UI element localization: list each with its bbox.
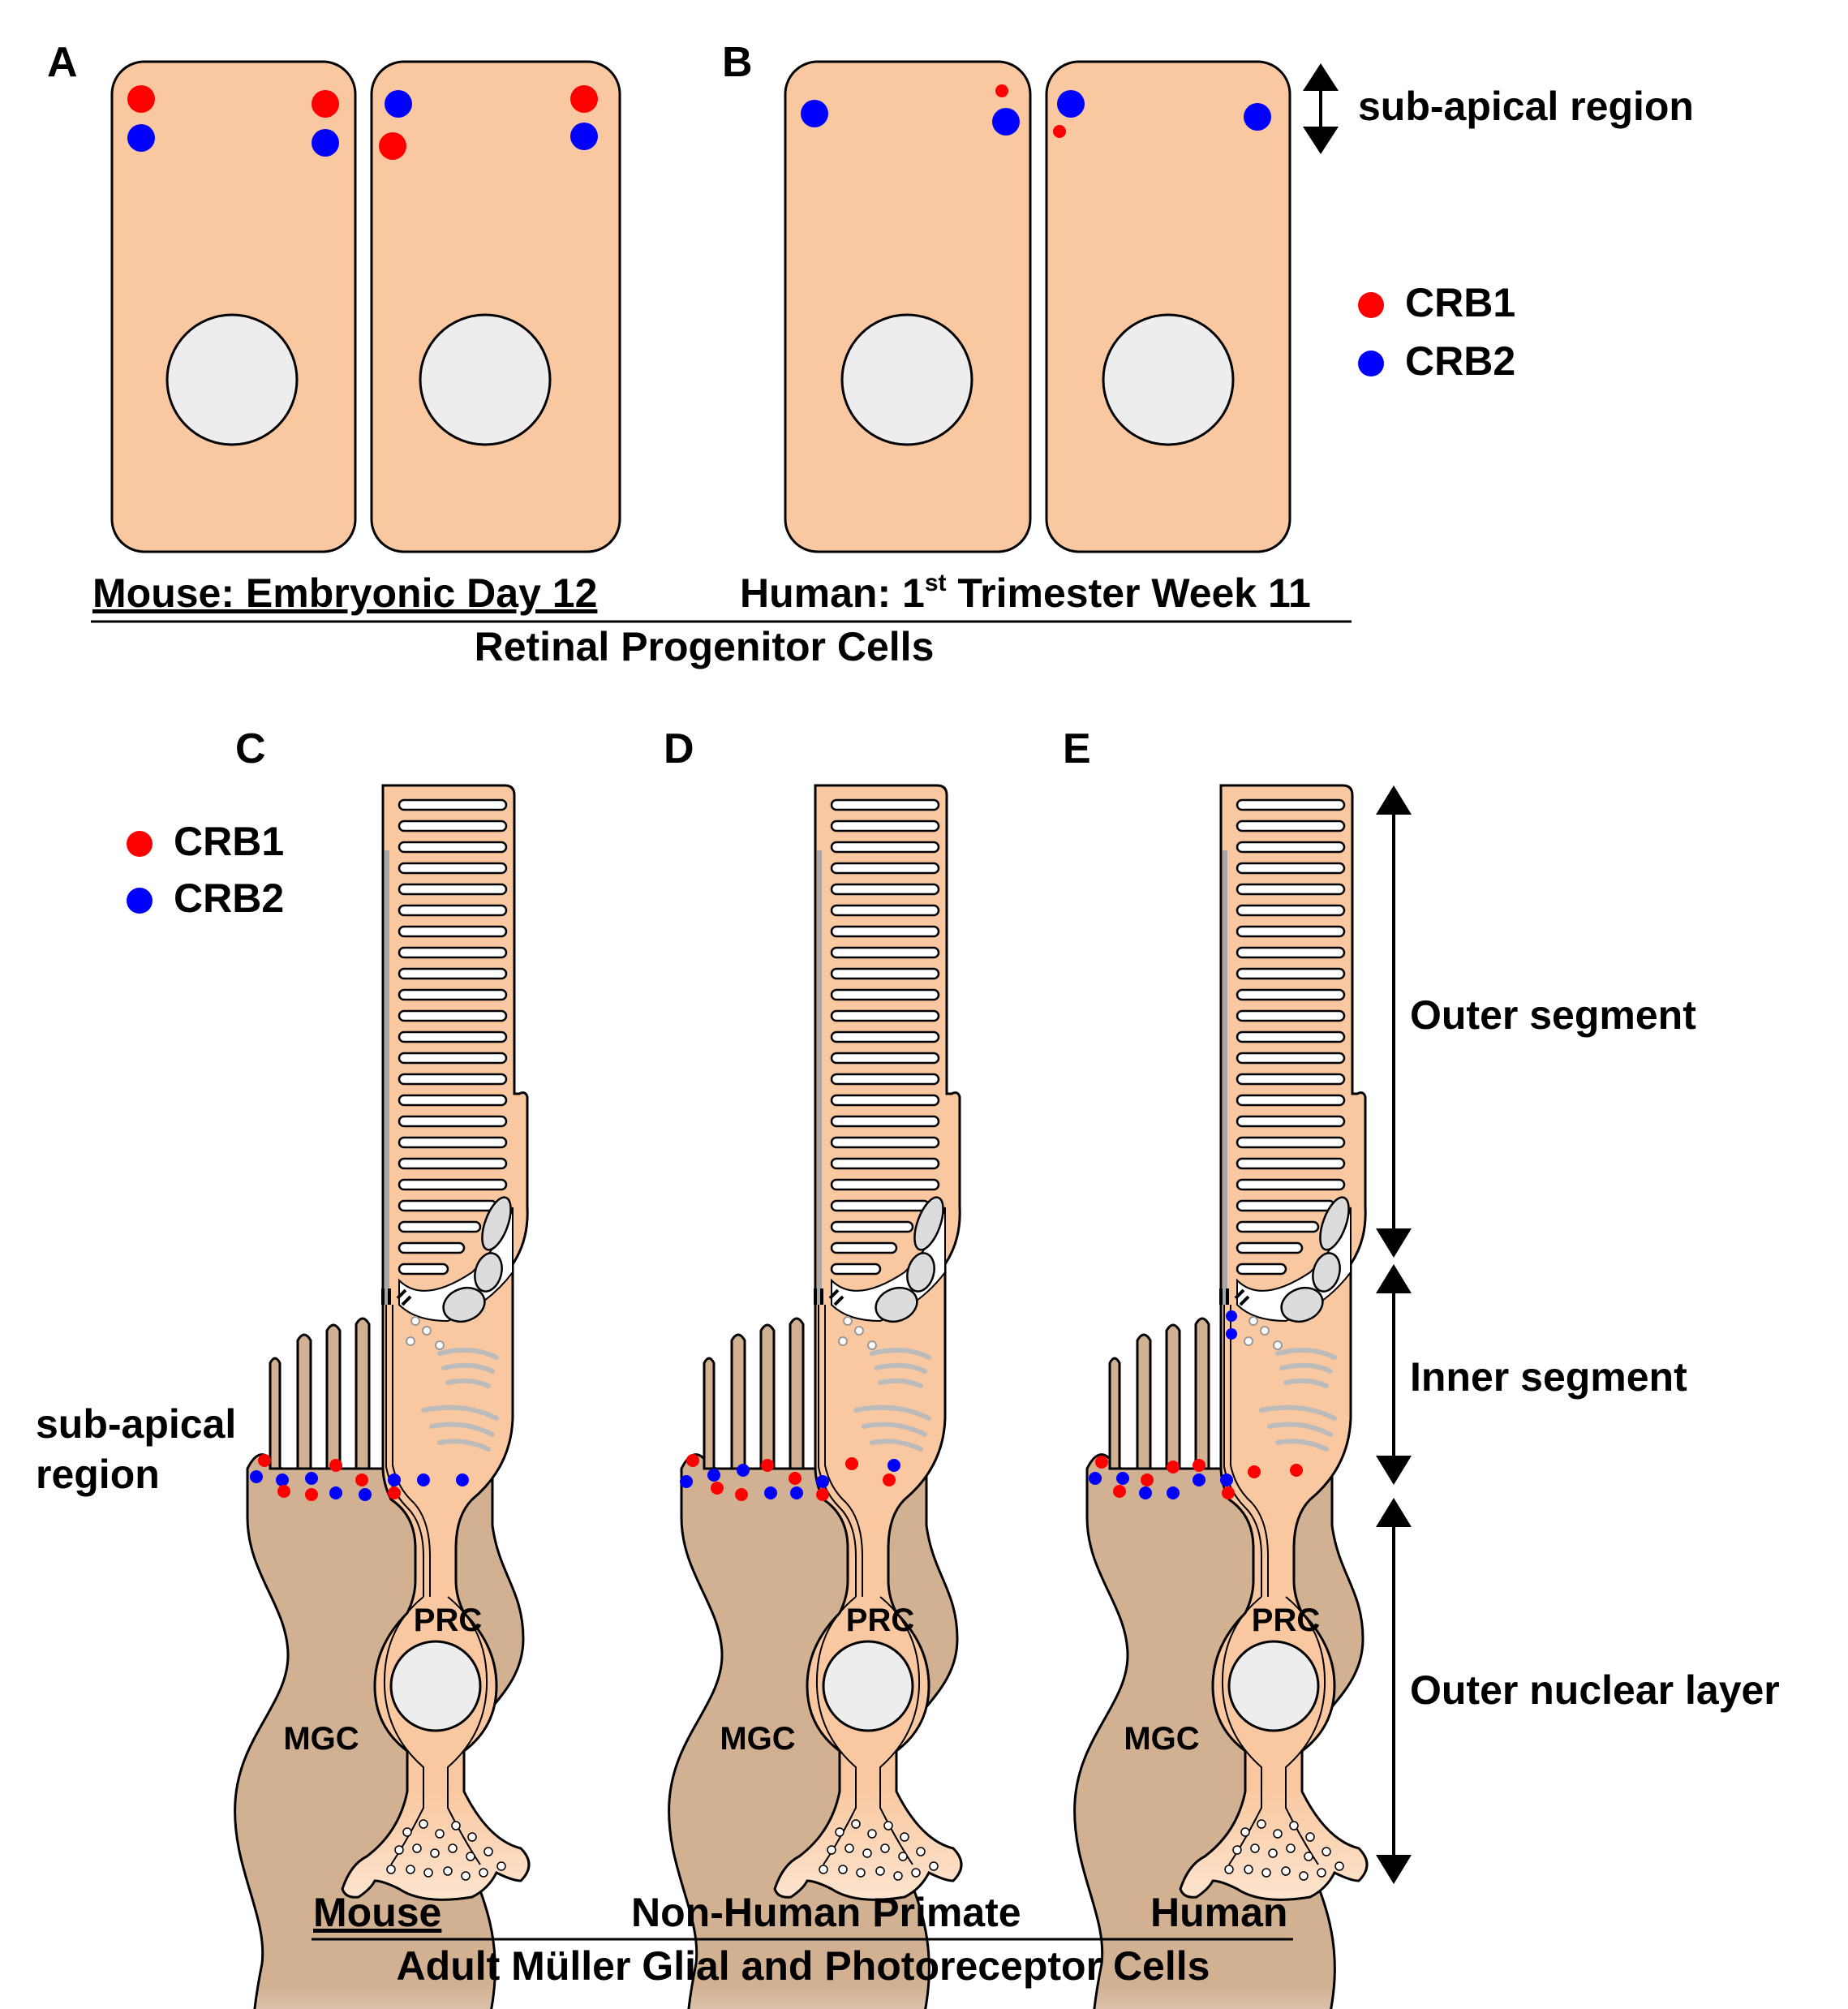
outer-nuclear-layer-label: Outer nuclear layer [1410,1667,1780,1713]
crb-dots-mouse [250,1454,469,1501]
crb2-dot [127,124,155,152]
mgc-label: MGC [1124,1721,1199,1757]
crb2-dot [1244,103,1271,131]
mgc-label: MGC [283,1721,359,1757]
crb-dots-human [1089,1310,1303,1499]
progenitor-cell [784,60,1032,553]
caption-adult-cells: Adult Müller Glial and Photoreceptor Cel… [397,1943,1210,1989]
crb2-dot [312,129,339,157]
panel-letter-c: C [235,725,266,772]
mgc-label: MGC [720,1721,795,1757]
legend-crb1-swatch [127,831,153,857]
legend-crb2-label: CRB2 [1405,338,1515,384]
progenitor-cells-mouse [110,60,621,553]
panel-letter-e: E [1063,725,1091,772]
progenitor-cell [370,60,621,553]
crb1-dot [1053,125,1066,138]
legend-crb1-label: CRB1 [174,819,284,864]
panel-letter-a: A [47,39,78,86]
crb2-dot [1057,90,1085,118]
progenitor-cell [1045,60,1291,553]
crb-dots-primate [680,1454,900,1501]
crb2-dot [570,123,598,150]
crb1-dot [379,132,406,160]
caption-mouse-embryonic: Mouse: Embryonic Day 12 [92,570,597,616]
adult-cells-primate: MGC PRC [668,785,961,2009]
nucleus [1102,313,1235,446]
caption-mouse: Mouse [313,1890,441,1935]
caption-human: Human [1150,1890,1287,1935]
crb2-dot [385,90,412,118]
progenitor-cells-human [784,60,1291,553]
adult-cells-human: MGC PRC [1073,785,1367,2009]
crb1-dot [312,90,339,118]
nucleus [165,313,299,446]
legend-bottom: CRB1 CRB2 [127,819,284,921]
crb1-dot [127,85,155,113]
crb2-dot [992,108,1020,136]
sub-apical-label-line2: region [36,1452,160,1497]
prc-label: PRC [414,1602,482,1638]
prc-label: PRC [846,1602,914,1638]
crb1-dot [995,84,1008,97]
sub-apical-arrow [1303,63,1339,154]
legend-top: CRB1 CRB2 [1358,280,1515,384]
legend-crb2-swatch [1358,351,1384,376]
inner-segment-label: Inner segment [1410,1354,1687,1400]
legend-crb2-label: CRB2 [174,875,284,921]
legend-crb1-label: CRB1 [1405,280,1515,325]
crb1-dot [570,85,598,113]
panel-letter-b: B [722,39,753,86]
caption-retinal-progenitor: Retinal Progenitor Cells [475,624,935,669]
legend-crb2-swatch [127,888,153,914]
layer-arrows [1376,785,1412,1884]
nucleus [840,313,973,446]
crb2-dot [801,100,828,127]
sub-apical-region-label: sub-apical region [1358,84,1694,129]
progenitor-cell [110,60,357,553]
nucleus [419,313,552,446]
panel-letter-d: D [664,725,694,772]
legend-crb1-swatch [1358,292,1384,318]
caption-non-human-primate: Non-Human Primate [631,1890,1021,1935]
outer-segment-label: Outer segment [1410,992,1696,1038]
sub-apical-label-line1: sub-apical [36,1401,236,1447]
prc-label: PRC [1252,1602,1320,1638]
caption-human-trimester: Human: 1st Trimester Week 11 [740,570,1311,616]
adult-cells-mouse: MGC PRC [234,785,529,2009]
